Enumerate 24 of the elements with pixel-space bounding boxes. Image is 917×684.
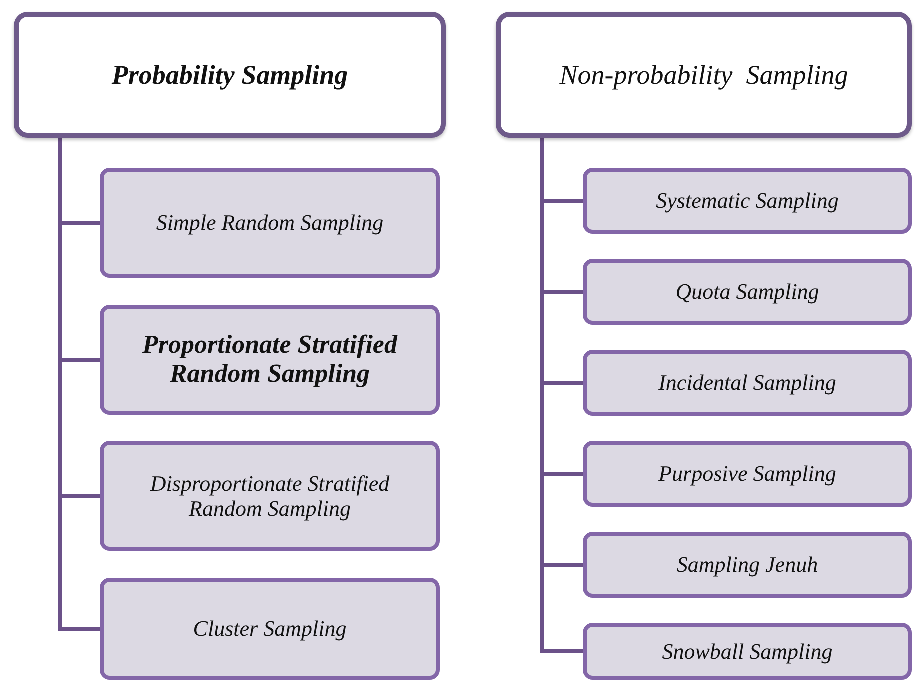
box-text: Disproportionate Stratified Random Sampling (149, 470, 391, 522)
method-box (583, 350, 912, 416)
method-box (583, 259, 912, 325)
method-box (100, 305, 440, 415)
category-box (14, 12, 446, 138)
box-text: Non-probability Sampling (560, 60, 848, 90)
box-text: Snowball Sampling (662, 638, 833, 664)
box-text: Probability Sampling (112, 60, 348, 90)
method-box (583, 532, 912, 598)
box-text: Systematic Sampling (656, 188, 839, 214)
method-box (583, 623, 912, 680)
method-box (583, 168, 912, 234)
method-box (100, 168, 440, 278)
method-box (100, 441, 440, 551)
box-text: Simple Random Sampling (156, 210, 384, 236)
box-text: Incidental Sampling (658, 370, 836, 396)
box-text: Proportionate Stratified Random Sampling (142, 331, 399, 389)
box-text: Purposive Sampling (658, 461, 836, 487)
method-box (100, 578, 440, 680)
box-text: Quota Sampling (676, 279, 820, 305)
method-box (583, 441, 912, 507)
box-text: Sampling Jenuh (676, 552, 818, 578)
box-text: Cluster Sampling (193, 616, 347, 642)
category-box (496, 12, 912, 138)
